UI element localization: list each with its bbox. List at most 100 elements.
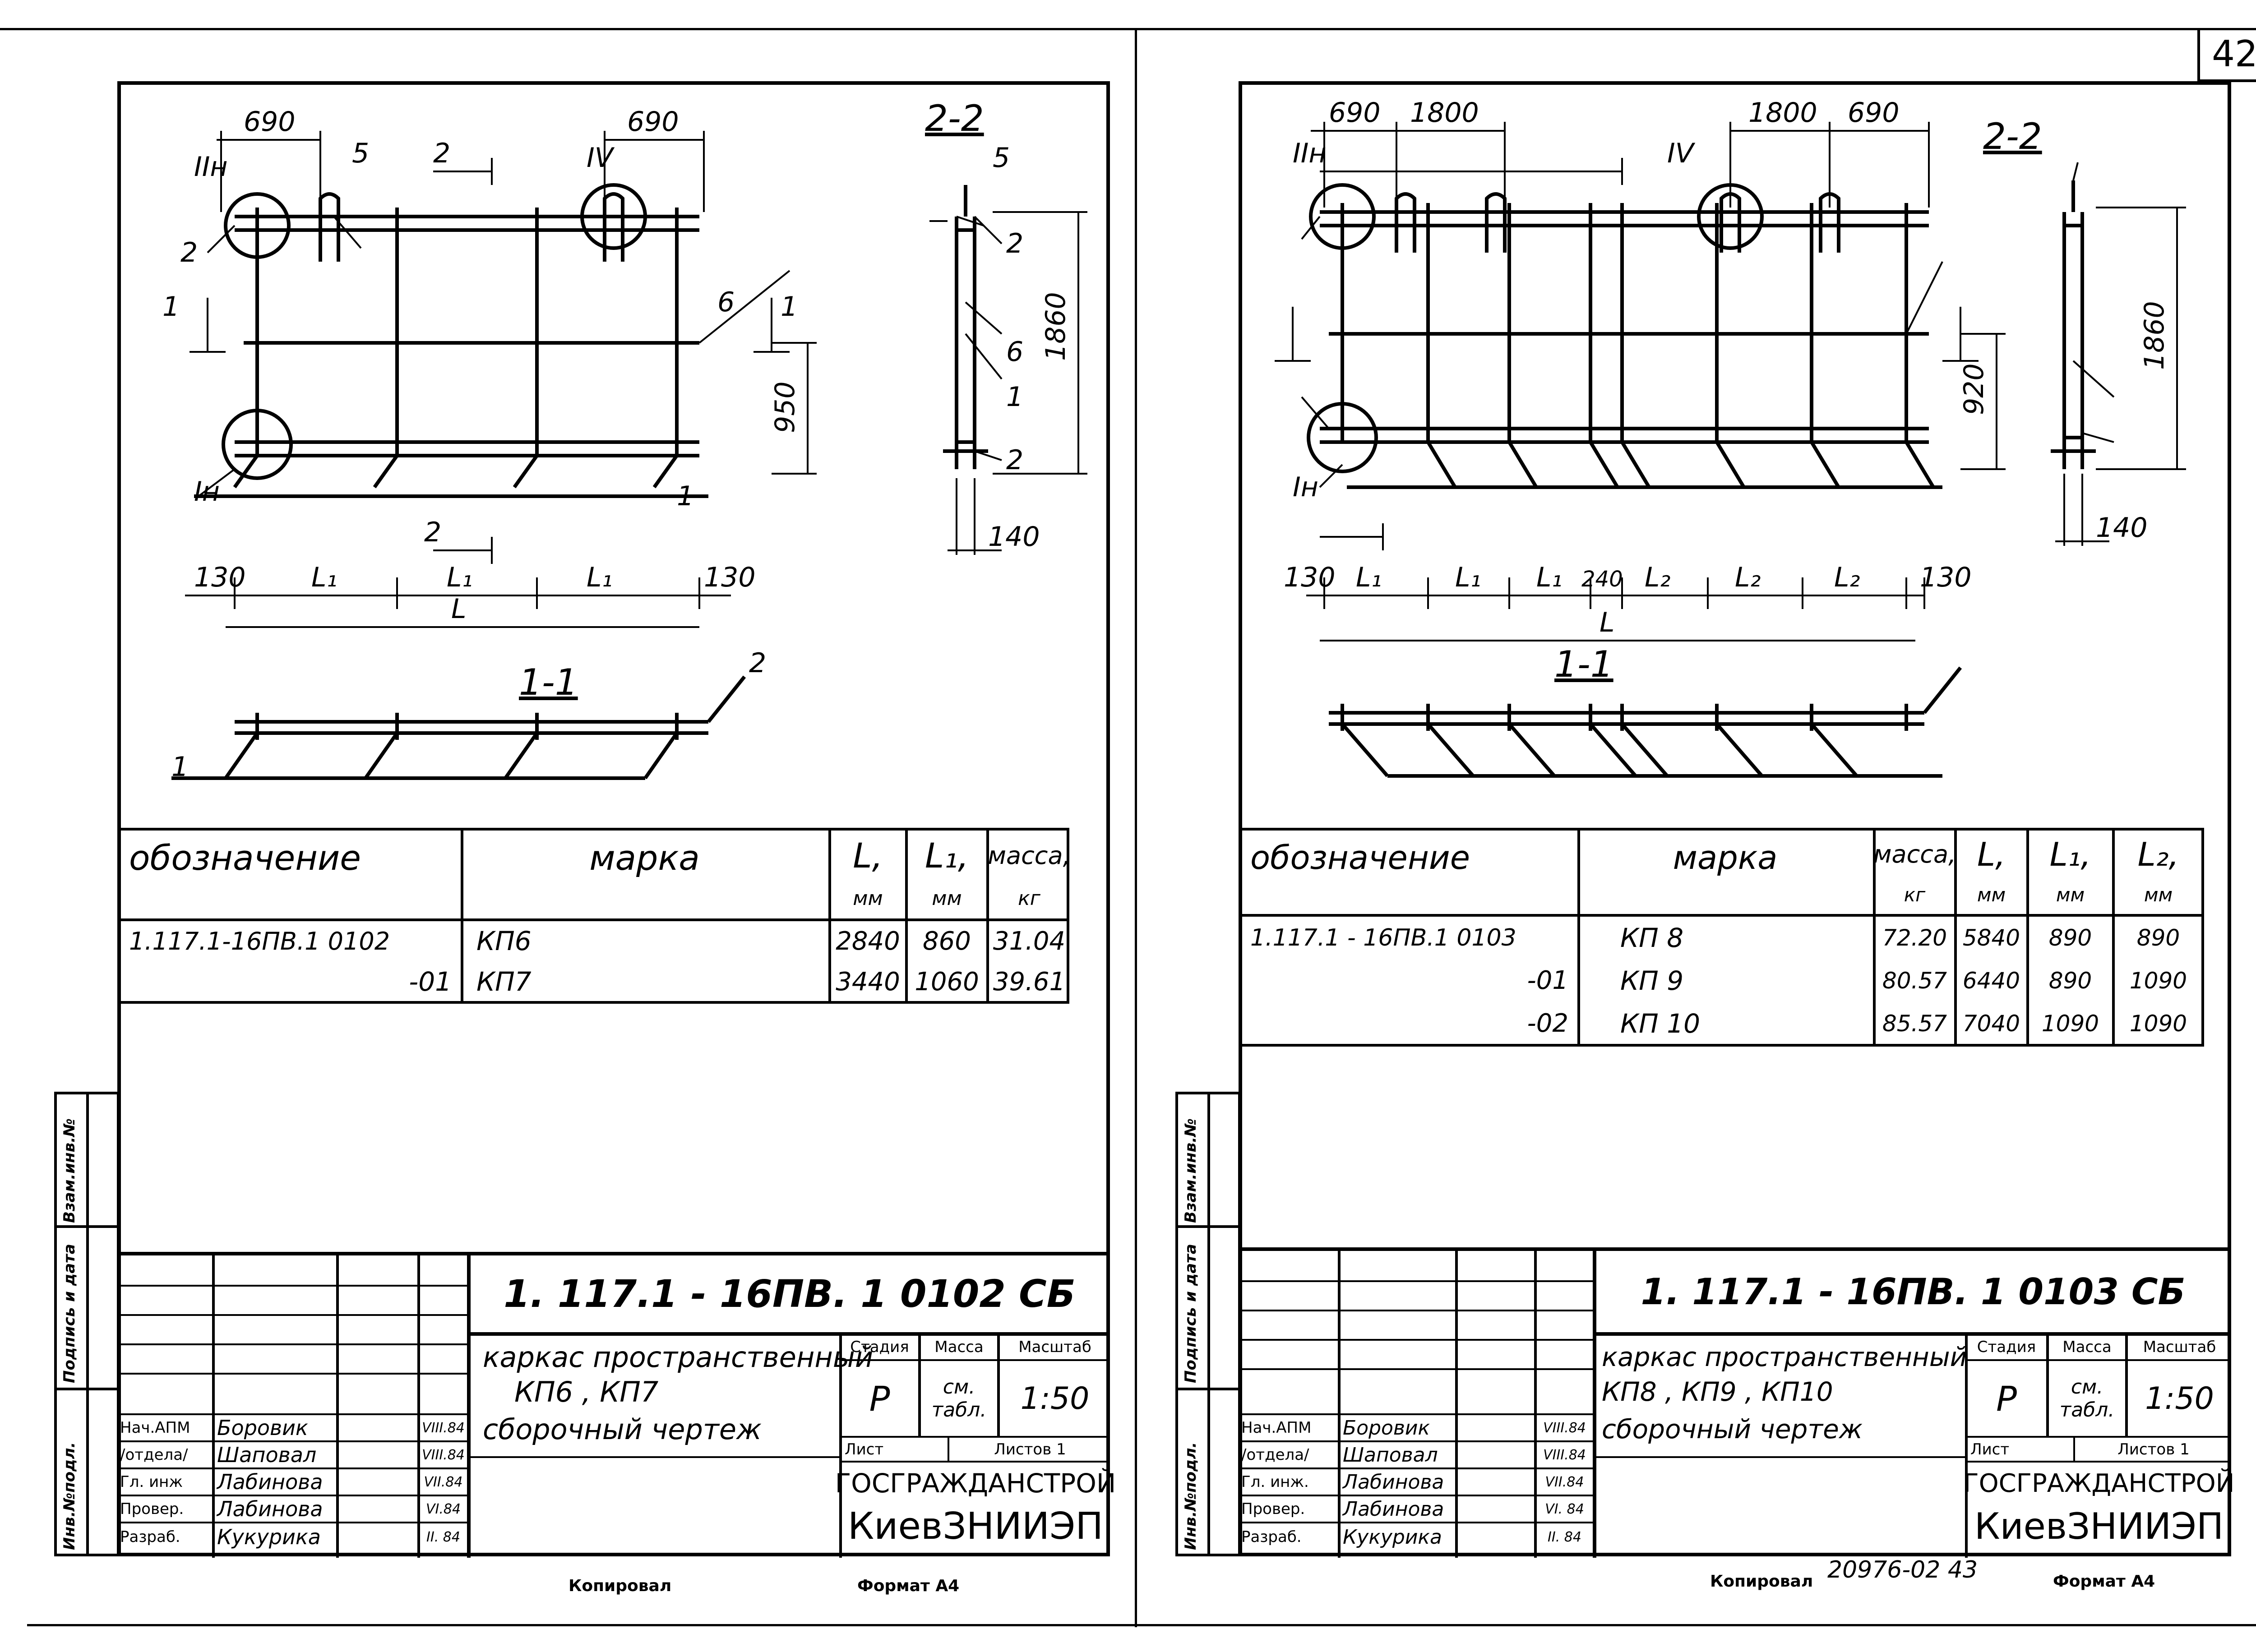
right-spec-table: обозначение марка масса, L, L₁, L₂, кг м… xyxy=(1239,828,2204,1047)
th-mass-unit: кг xyxy=(1904,884,1926,906)
right-title-block: Нач.АПМ Боровик VIII.84 /отдела/ Шаповал… xyxy=(1239,1247,2235,1558)
th-L2: L₂, xyxy=(2137,835,2179,873)
org-line-1: ГОСГРАЖДАНСТРОЙ xyxy=(1963,1468,2235,1498)
mass-label: Масса xyxy=(2062,1338,2112,1356)
staff-name-5: Кукурика xyxy=(1343,1525,1442,1549)
marker-2-top: 2 xyxy=(433,138,450,169)
dim-140: 140 xyxy=(2096,512,2148,544)
left-title-block: Нач.АПМ Боровик VIII.84 /отдела/ Шаповал… xyxy=(117,1252,1116,1558)
row2-mass: 80.57 xyxy=(1882,967,1947,994)
pos-2-side: 2 xyxy=(1006,228,1023,259)
row1-mark: КП 8 xyxy=(1620,922,1684,953)
stage-value: Р xyxy=(1996,1378,2017,1419)
section-2-2-label: 2-2 xyxy=(1983,115,2042,157)
row1-L: 5840 xyxy=(1962,924,2020,951)
staff-role-5: Разраб. xyxy=(1241,1528,1302,1546)
staff-name-1: Боровик xyxy=(217,1416,308,1440)
dim-690-a: 690 xyxy=(244,106,296,138)
staff-date-1: VIII.84 xyxy=(1543,1420,1586,1436)
th-L1-unit: мм xyxy=(932,886,962,910)
pos-2-section: 2 xyxy=(749,647,766,679)
row2-L: 3440 xyxy=(836,967,900,997)
page-number: 42 xyxy=(2197,28,2256,82)
left-side-stamp: Взам.инв.№ Подпись и дата Инв.№подл. xyxy=(54,1092,120,1556)
node-IV: IV xyxy=(587,142,615,174)
right-side-stamp: Взам.инв.№ Подпись и дата Инв.№подл. xyxy=(1175,1092,1241,1556)
left-footer-copied: Копировал xyxy=(569,1577,672,1595)
marker-2-bottom: 2 xyxy=(424,517,441,548)
staff-name-2: Шаповал xyxy=(1343,1443,1438,1467)
left-name-line-3: сборочный чертеж xyxy=(483,1412,762,1446)
staff-date-4: VI. 84 xyxy=(1545,1501,1584,1517)
th-L2-unit: мм xyxy=(2144,884,2173,906)
dim-130-left: 130 xyxy=(194,562,246,593)
dim-L1-c: L₁ xyxy=(1536,562,1562,593)
right-name-line-1: каркас пространственный xyxy=(1602,1342,1967,1372)
node-In: Iн xyxy=(194,476,220,508)
dim-130-right: 130 xyxy=(704,562,756,593)
staff-name-4: Лабинова xyxy=(1343,1497,1444,1521)
row2-designation: -01 xyxy=(409,966,452,997)
node-IIn: IIн xyxy=(194,151,228,183)
dim-1860: 1860 xyxy=(1040,292,1072,361)
scale-label: Масштаб xyxy=(2143,1338,2216,1356)
row1-designation: 1.117.1-16ПВ.1 0102 xyxy=(129,927,390,955)
right-footer-format: Формат А4 xyxy=(2053,1572,2155,1591)
mass-label: Масса xyxy=(934,1338,984,1356)
row2-L: 6440 xyxy=(1962,967,2020,994)
dim-L1-c: L₁ xyxy=(587,562,612,593)
sheet-label: Лист xyxy=(1970,1440,2010,1458)
staff-role-1: Нач.АПМ xyxy=(1241,1419,1312,1437)
dim-L-total: L xyxy=(451,593,466,625)
dim-690-b: 690 xyxy=(1848,97,1900,129)
staff-date-4: VI.84 xyxy=(425,1501,461,1517)
th-L1-unit: мм xyxy=(2056,884,2085,906)
pos-1: 1 xyxy=(677,480,694,512)
scale-value: 1:50 xyxy=(2145,1380,2214,1417)
row2-L1: 1060 xyxy=(915,967,979,997)
sheets-label: Листов 1 xyxy=(994,1440,1066,1458)
row3-L: 7040 xyxy=(1962,1010,2020,1037)
pos-2: 2 xyxy=(180,237,198,268)
sheets-label: Листов 1 xyxy=(2117,1440,2190,1458)
pos-2-side-b: 2 xyxy=(1006,444,1023,476)
dim-130-left: 130 xyxy=(1284,562,1336,593)
staff-name-2: Шаповал xyxy=(217,1443,317,1467)
right-assembly-drawing: 690 1800 1800 690 2-2 1-1 IIн IV Iн 920 … xyxy=(1275,97,2186,778)
dim-L1-a: L₁ xyxy=(1356,562,1382,593)
th-mass: масса, xyxy=(1873,840,1956,868)
pos-6-side: 6 xyxy=(1006,336,1023,368)
marker-1-left: 1 xyxy=(162,291,180,323)
row3-mass: 85.57 xyxy=(1882,1010,1947,1037)
dim-L2-c: L₂ xyxy=(1834,562,1860,593)
org-line-1: ГОСГРАЖДАНСТРОЙ xyxy=(835,1468,1116,1499)
row2-L2: 1090 xyxy=(2129,967,2187,994)
staff-name-3: Лабинова xyxy=(1343,1470,1444,1494)
right-name-line-3: сборочный чертеж xyxy=(1602,1414,1863,1444)
th-L: L, xyxy=(1977,835,2006,873)
staff-role-2: /отдела/ xyxy=(1241,1446,1309,1464)
node-In: Iн xyxy=(1293,471,1318,503)
staff-role-4: Провер. xyxy=(1241,1500,1305,1518)
th-mark: марка xyxy=(589,837,700,878)
staff-date-5: II. 84 xyxy=(1548,1529,1581,1545)
dim-240: 240 xyxy=(1581,567,1623,592)
stage-label: Стадия xyxy=(1977,1338,2036,1356)
dim-690-b: 690 xyxy=(627,106,679,138)
stage-label: Стадия xyxy=(850,1338,909,1356)
dim-140: 140 xyxy=(988,521,1040,553)
row1-designation: 1.117.1 - 16ПВ.1 0103 xyxy=(1250,924,1516,951)
th-L-unit: мм xyxy=(1977,884,2006,906)
right-designation: 1. 117.1 - 16ПВ. 1 0103 СБ xyxy=(1641,1270,2186,1313)
th-designation: обозначение xyxy=(1250,839,1470,877)
right-footer-copied: Копировал xyxy=(1710,1572,1813,1591)
right-footer-number: 20976-02 43 xyxy=(1827,1556,1978,1583)
side-label-inv: Инв.№подл. xyxy=(1182,1442,1200,1550)
dim-1800-b: 1800 xyxy=(1748,97,1817,129)
row1-L1: 890 xyxy=(2048,924,2092,951)
center-fold-line xyxy=(1135,28,1137,1627)
staff-date-5: II. 84 xyxy=(426,1529,460,1545)
row2-mass: 39.61 xyxy=(993,967,1066,997)
th-L1: L₁, xyxy=(2049,835,2091,873)
th-mark: марка xyxy=(1673,839,1778,877)
